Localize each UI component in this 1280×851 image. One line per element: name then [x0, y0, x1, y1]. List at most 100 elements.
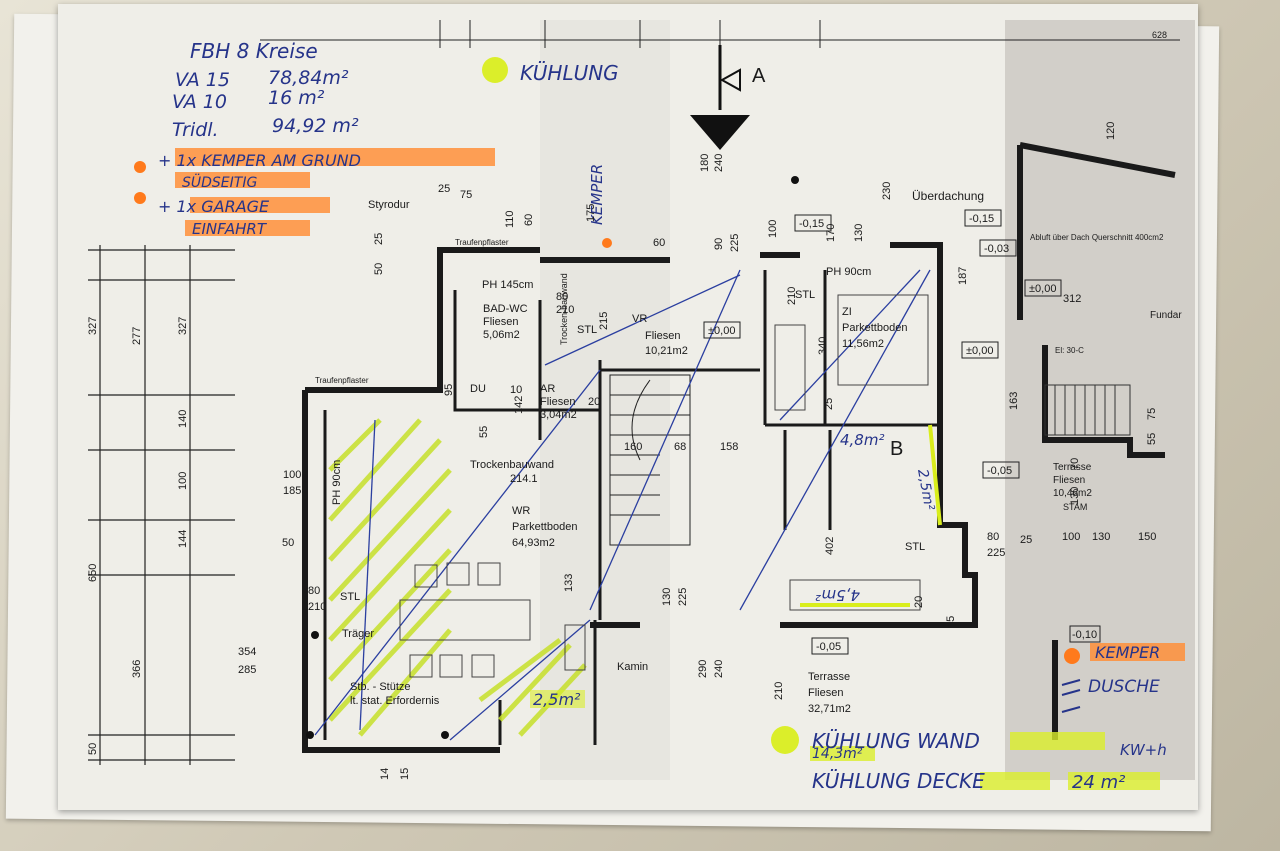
level-1: ±0,00 [708, 325, 735, 337]
dim-277: 277 [131, 327, 143, 345]
label-ph145: PH 145cm [482, 279, 533, 291]
dim-215: 215 [598, 312, 610, 330]
label-vr: VR [632, 313, 647, 325]
dim-402: 402 [824, 537, 836, 555]
dim-150: 150 [1138, 531, 1156, 543]
dim-327b: 327 [177, 317, 189, 335]
label-kamin: Kamin [617, 661, 648, 673]
note-einfahrt: EINFAHRT [192, 220, 268, 238]
label-stl-1: STL [577, 324, 597, 336]
label-ueberdachung: Überdachung [912, 189, 984, 203]
note-area-48: 4,8m² [840, 431, 884, 449]
dim-650: 650 [87, 564, 99, 582]
label-stl-4: STL [340, 591, 360, 603]
dim-70: 70 [1069, 458, 1081, 470]
dim-230: 230 [881, 182, 893, 200]
yellow-dot-bottom [771, 726, 799, 754]
label-trockenbau-small: Trocken-bauwand [559, 273, 569, 345]
dim-50: 50 [87, 743, 99, 755]
note-kuehlung-decke: KÜHLUNG DECKE [812, 769, 985, 793]
label-wr-floor: Parkettboden [512, 521, 577, 533]
note-tridl-value: 94,92 m² [272, 115, 359, 137]
label-stl-2: STL [795, 289, 815, 301]
section-marker-a: A [752, 65, 766, 87]
dim-100d: 100 [1062, 531, 1080, 543]
orange-highlight-1 [175, 148, 495, 166]
dim-100b: 100 [283, 469, 301, 481]
dim-130: 130 [853, 224, 865, 242]
label-terrasse-r: Terrasse [1053, 462, 1092, 473]
yellow-highlight-4 [1068, 772, 1160, 790]
label-el: El: 30-C [1055, 346, 1084, 355]
dim-158: 158 [720, 441, 738, 453]
label-wr-area: 64,93m2 [512, 537, 555, 549]
dim-25b: 25 [823, 398, 835, 410]
yellow-highlight-1 [1010, 732, 1105, 750]
dim-240b: 240 [713, 660, 725, 678]
label-stuetze1: Stb. - Stütze [350, 681, 411, 693]
note-va10-value: 16 m² [268, 87, 325, 109]
label-ar-area: 3,04m2 [540, 409, 577, 421]
label-ar-floor: Fliesen [540, 396, 575, 408]
dim-25d: 25 [373, 233, 385, 245]
dim-75: 75 [460, 189, 472, 201]
dim-290: 290 [697, 660, 709, 678]
dim-210c: 210 [556, 304, 574, 316]
note-va10-label: VA 10 [172, 91, 227, 113]
blue-markup-lines [314, 269, 931, 741]
level-3: ±0,00 [1029, 283, 1056, 295]
yellow-highlight-3 [980, 772, 1050, 790]
label-du: DU [470, 383, 486, 395]
orange-dot-3 [602, 238, 612, 248]
dim-210b: 210 [786, 287, 798, 305]
dim-225b: 225 [677, 588, 689, 606]
note-va15-label: VA 15 [175, 69, 230, 91]
dim-140: 140 [177, 410, 189, 428]
orange-highlight-4 [185, 220, 310, 236]
orange-highlight-2 [175, 172, 310, 188]
label-styrodur: Styrodur [368, 199, 410, 211]
note-kemper-grund: + 1x KEMPER AM GRUND [158, 151, 361, 170]
dim-285: 285 [238, 664, 256, 676]
label-trockenbauwand-val: 214.1 [510, 473, 538, 485]
orange-dot-4 [1064, 648, 1080, 664]
dim-10: 10 [510, 384, 522, 396]
dim-20: 20 [588, 396, 600, 408]
label-stuetze2: lt. stat. Erfordernis [350, 695, 440, 707]
dim-100c: 100 [767, 220, 779, 238]
note-kuehlung-wand: KÜHLUNG WAND [812, 729, 980, 753]
label-bad-floor: Fliesen [483, 316, 518, 328]
dim-80b: 80 [556, 291, 568, 303]
dim-240: 240 [713, 154, 725, 172]
label-vr-floor: Fliesen [645, 330, 680, 342]
dim-133: 133 [563, 574, 575, 592]
orange-highlight-3 [190, 197, 330, 213]
label-bad-area: 5,06m2 [483, 329, 520, 341]
dim-90: 90 [713, 238, 725, 250]
dim-68: 68 [674, 441, 686, 453]
level-6: -0,03 [984, 243, 1009, 255]
label-terrasse-r-floor: Fliesen [1053, 475, 1085, 486]
dim-14: 14 [379, 768, 391, 780]
label-traeger: Träger [342, 628, 374, 640]
note-garage: + 1x GARAGE [158, 197, 270, 216]
dim-170: 170 [825, 224, 837, 242]
dim-35: 35 [945, 616, 957, 628]
dim-366: 366 [131, 660, 143, 678]
dim-225: 225 [729, 234, 741, 252]
level-markers: ±0,00 ±0,00 ±0,00 -0,15 -0,15 -0,03 -0,0… [703, 209, 1101, 655]
label-zi-area: 11,56m2 [842, 338, 884, 350]
label-terrasse: Terrasse [808, 671, 850, 683]
dim-95: 95 [443, 384, 455, 396]
note-kwh: KW+h [1120, 741, 1167, 759]
dim-25c: 25 [1020, 534, 1032, 546]
label-zi-floor: Parkettboden [842, 322, 907, 334]
orange-dot-2 [134, 192, 146, 204]
dusche-marks [1061, 679, 1081, 713]
label-abluft: Abluft über Dach Querschnitt 400cm2 [1030, 233, 1164, 242]
dim-60a: 60 [523, 214, 535, 226]
label-trockenbauwand: Trockenbauwand [470, 459, 554, 471]
dim-100: 100 [177, 472, 189, 490]
cooling-wall-highlight [800, 424, 942, 607]
